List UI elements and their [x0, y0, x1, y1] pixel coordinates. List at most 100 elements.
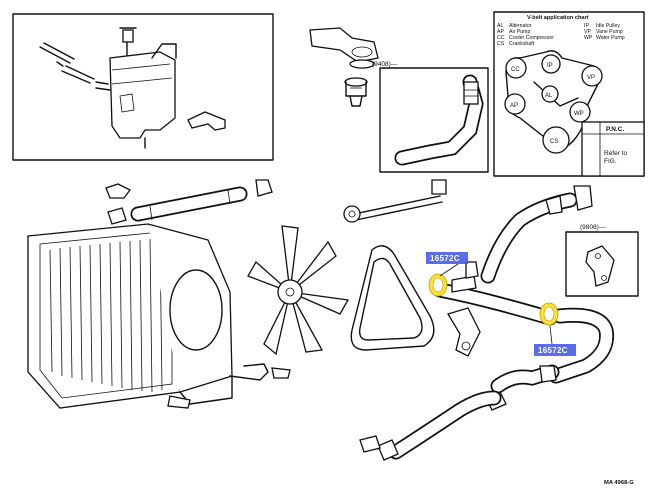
pulley-label: AL: [545, 93, 553, 99]
v-belt: [350, 245, 435, 351]
fan-blade: [263, 291, 291, 356]
pnc-header: P.N.C.: [606, 126, 624, 133]
drain-hose: [229, 363, 269, 381]
drain-cock: [167, 395, 191, 409]
lower-hose-group: [359, 261, 615, 461]
legend-code: AP: [497, 29, 504, 35]
water-inlet-housing: [447, 307, 481, 357]
hose-clamp: [255, 179, 273, 197]
pnc-note: Refer to: [604, 150, 628, 157]
legend-name: Cooler Compressor: [509, 35, 554, 41]
fan-hub: [277, 279, 303, 305]
legend-name: Alternator: [509, 23, 532, 29]
pulley-label: CS: [550, 139, 558, 145]
hose-clamp: [539, 365, 557, 383]
pipe-flange: [343, 205, 361, 223]
hose-clamp: [271, 367, 291, 379]
v-belt-inner: [358, 257, 423, 341]
water-outlet-group: [309, 27, 379, 107]
legend-name: Air Pump: [509, 29, 530, 35]
overflow-hose-segment: [56, 61, 91, 84]
pulley-label: VP: [587, 75, 595, 81]
hose-clamp: [377, 439, 399, 461]
callout-upper[interactable]: 16572C: [426, 252, 468, 264]
thermostat-top: [344, 77, 368, 87]
cooling-fan: [247, 225, 350, 356]
callout-leader: [549, 325, 553, 345]
bypass-hose-inset: (9408)—: [372, 61, 489, 173]
reservoir-cap: [122, 29, 134, 43]
bypass-pipe: [343, 179, 447, 223]
pnc-box-frame: [581, 121, 645, 177]
overflow-hose-segment: [39, 46, 71, 64]
reservoir-bracket: [187, 111, 226, 131]
hose-clamp: [545, 195, 563, 215]
callout-leader: [439, 263, 459, 277]
callout-upper-box: [426, 252, 468, 264]
pulley-ip: [541, 54, 561, 74]
pulley-cc: [505, 57, 527, 79]
legend-code: IP: [584, 23, 589, 29]
fan-blade: [289, 240, 337, 293]
vbelt-chart: V-belt application chart AL Alternator A…: [493, 11, 645, 177]
pnc-box: P.N.C. Refer to FIG.: [581, 121, 645, 177]
thermostat: [349, 95, 363, 107]
pulley-cs: [542, 126, 570, 154]
radiator-fins: [49, 237, 163, 393]
callout-upper-label: 16572C: [430, 254, 460, 263]
upper-right-hose: [480, 185, 593, 284]
vbelt-legend: AL Alternator AP Air Pump CC Cooler Comp…: [497, 23, 625, 47]
callout-lower-box: [534, 344, 576, 356]
legend-name: Vane Pump: [596, 29, 623, 35]
highlighted-clamps: [428, 263, 559, 345]
reservoir-inset-frame: [12, 13, 274, 161]
belt-path: [505, 50, 601, 149]
bracket-inset-frame: [565, 231, 639, 297]
legend-code: CS: [497, 41, 505, 47]
pulley-vp: [581, 65, 603, 87]
fan-blade: [247, 260, 291, 293]
bypass-hose-inset-frame: [379, 67, 489, 173]
pulley-wp: [569, 101, 591, 123]
legend-name: Crankshaft: [509, 41, 535, 47]
hose-fitting: [465, 261, 479, 279]
pnc-note-fig: FIG.: [604, 158, 617, 165]
bypass-hose-fitting: [463, 81, 479, 105]
pulley-label: WP: [574, 111, 584, 117]
legend-name: Idle Pulley: [596, 23, 620, 29]
pulley-label: IP: [547, 63, 553, 69]
outlet-gasket: [349, 59, 375, 69]
vbelt-chart-title: V-belt application chart: [527, 15, 589, 21]
callout-lower-label: 16572C: [538, 346, 568, 355]
reservoir-inset: [12, 13, 274, 161]
hose-clamp: [431, 179, 447, 195]
reservoir-tank: [109, 51, 176, 139]
pulley-label: CC: [511, 67, 520, 73]
callout-lower[interactable]: 16572C: [534, 344, 576, 356]
figure-ref-top: (9408)—: [372, 61, 398, 68]
v-belt-outer: [350, 245, 435, 351]
vbelt-chart-frame: [493, 11, 645, 177]
fan-shroud: [147, 223, 233, 393]
hose-bracket: [585, 245, 615, 287]
figure-ref-right: (9808)—: [580, 224, 606, 231]
radiator-group: [27, 223, 291, 409]
fan-blade: [289, 291, 324, 353]
drawing-id: MA 4968-G: [604, 480, 634, 486]
legend-code: CC: [497, 35, 505, 41]
filler-cap: [105, 183, 131, 199]
pulley-label: AP: [510, 103, 518, 109]
water-outlet: [309, 27, 379, 63]
hose-elbow-fitting: [573, 185, 593, 211]
legend-code: AL: [497, 23, 503, 29]
hose-clamp: [107, 207, 127, 225]
upper-small-hose-group: [105, 179, 273, 225]
fan-blade: [289, 291, 350, 315]
pulley-ap: [504, 93, 526, 115]
bracket-inset: (9808)—: [565, 224, 639, 297]
legend-name: Water Pump: [596, 35, 625, 41]
fan-blade: [281, 225, 299, 293]
legend-code: VP: [584, 29, 591, 35]
